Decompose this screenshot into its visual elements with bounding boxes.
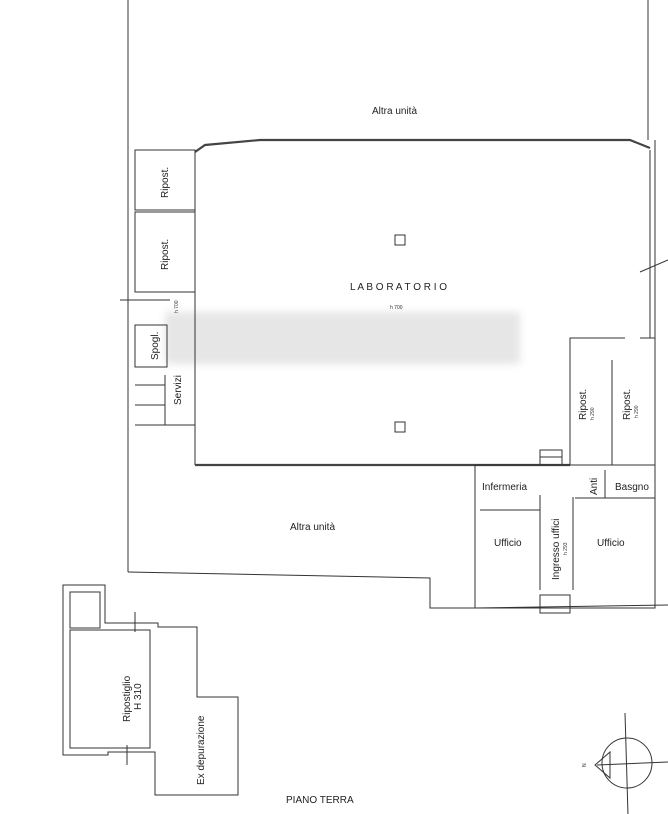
label-ripost-4-h: h 290	[634, 405, 640, 418]
plan-title: PIANO TERRA	[286, 795, 354, 806]
label-ripost-4: Ripost.	[622, 389, 633, 420]
label-anti: Anti	[589, 478, 600, 495]
north-arrow-icon	[594, 750, 611, 780]
label-ripost-2: Ripost.	[160, 239, 171, 270]
watermark-blur	[165, 312, 520, 364]
walls	[120, 0, 668, 614]
label-ripost-3: Ripost.	[578, 389, 589, 420]
label-laboratorio-h: h 700	[390, 305, 403, 311]
label-ripostiglio-h: H 310	[133, 683, 144, 710]
label-left-h: h 700	[174, 300, 180, 313]
label-ripostiglio: Ripostiglio	[122, 675, 133, 722]
label-ingresso-h: h 293	[563, 542, 569, 555]
label-altra-unita-top: Altra unità	[372, 106, 417, 117]
label-ingresso-uffici: Ingresso uffici	[551, 518, 562, 580]
label-servizi: Servizi	[173, 375, 184, 405]
label-altra-unita-bottom: Altra unità	[290, 522, 335, 533]
label-ripost-1: Ripost.	[160, 167, 171, 198]
label-ripost-3-h: h 290	[590, 407, 596, 420]
label-bagno: Basgno	[615, 482, 649, 493]
label-infermeria: Infermeria	[482, 482, 527, 493]
label-ufficio-1: Ufficio	[494, 538, 522, 549]
label-ex-depurazione: Ex depurazione	[196, 715, 207, 785]
compass: N	[582, 712, 668, 814]
label-spogl: Spogl.	[150, 332, 161, 360]
label-ufficio-2: Ufficio	[597, 538, 625, 549]
outbuilding	[62, 584, 239, 796]
room-labels: Altra unità Altra unità L A B O R A T O …	[122, 106, 649, 806]
compass-label: N	[582, 763, 588, 767]
label-laboratorio: L A B O R A T O R I O	[350, 282, 447, 293]
